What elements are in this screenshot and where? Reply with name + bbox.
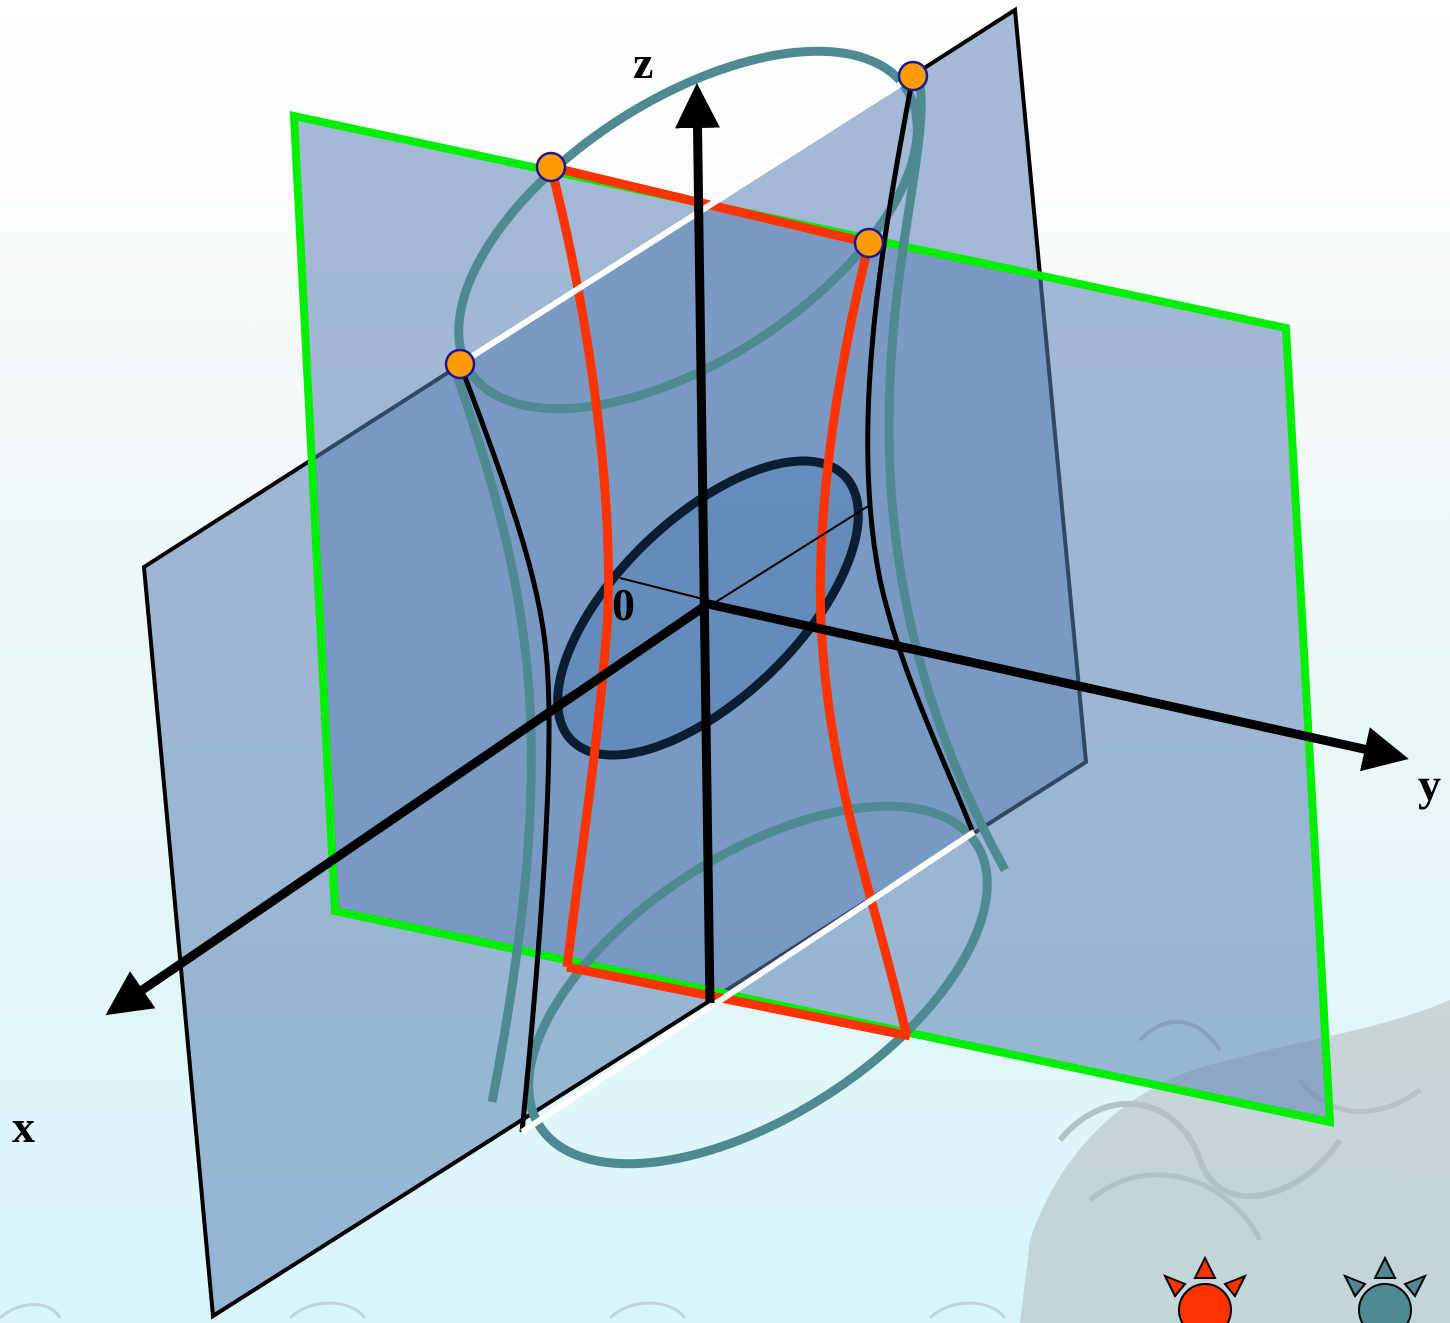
hyperbola-black-left	[457, 363, 552, 1133]
y-axis-label: y	[1418, 759, 1441, 810]
bottom-ellipse	[524, 801, 992, 1169]
white-chord-bottom	[520, 829, 976, 1135]
hyperbola-right-outline	[884, 73, 1009, 873]
hyperbola-black-right	[865, 75, 975, 831]
white-chord-top	[458, 73, 915, 367]
point-top-left	[535, 151, 567, 183]
x-axis	[105, 600, 711, 1016]
origin-label: 0	[612, 579, 635, 630]
z-axis-label: z	[633, 37, 653, 88]
y-axis	[707, 599, 1409, 772]
sun-icon-red[interactable]	[1162, 1255, 1248, 1323]
point-mid-right	[853, 227, 885, 259]
hyperbola-red-left	[546, 165, 613, 968]
sun-icon-teal[interactable]	[1342, 1255, 1428, 1323]
hyperbola-red-right	[815, 241, 911, 1035]
x-axis-label: x	[12, 1101, 35, 1152]
z-axis	[675, 83, 721, 1004]
point-left	[444, 348, 476, 380]
cloud-scroll-ornament	[0, 1301, 1007, 1320]
hyperbola-left-outline	[450, 368, 536, 1103]
point-top-right	[897, 60, 929, 92]
red-chord-bottom	[566, 962, 911, 1041]
